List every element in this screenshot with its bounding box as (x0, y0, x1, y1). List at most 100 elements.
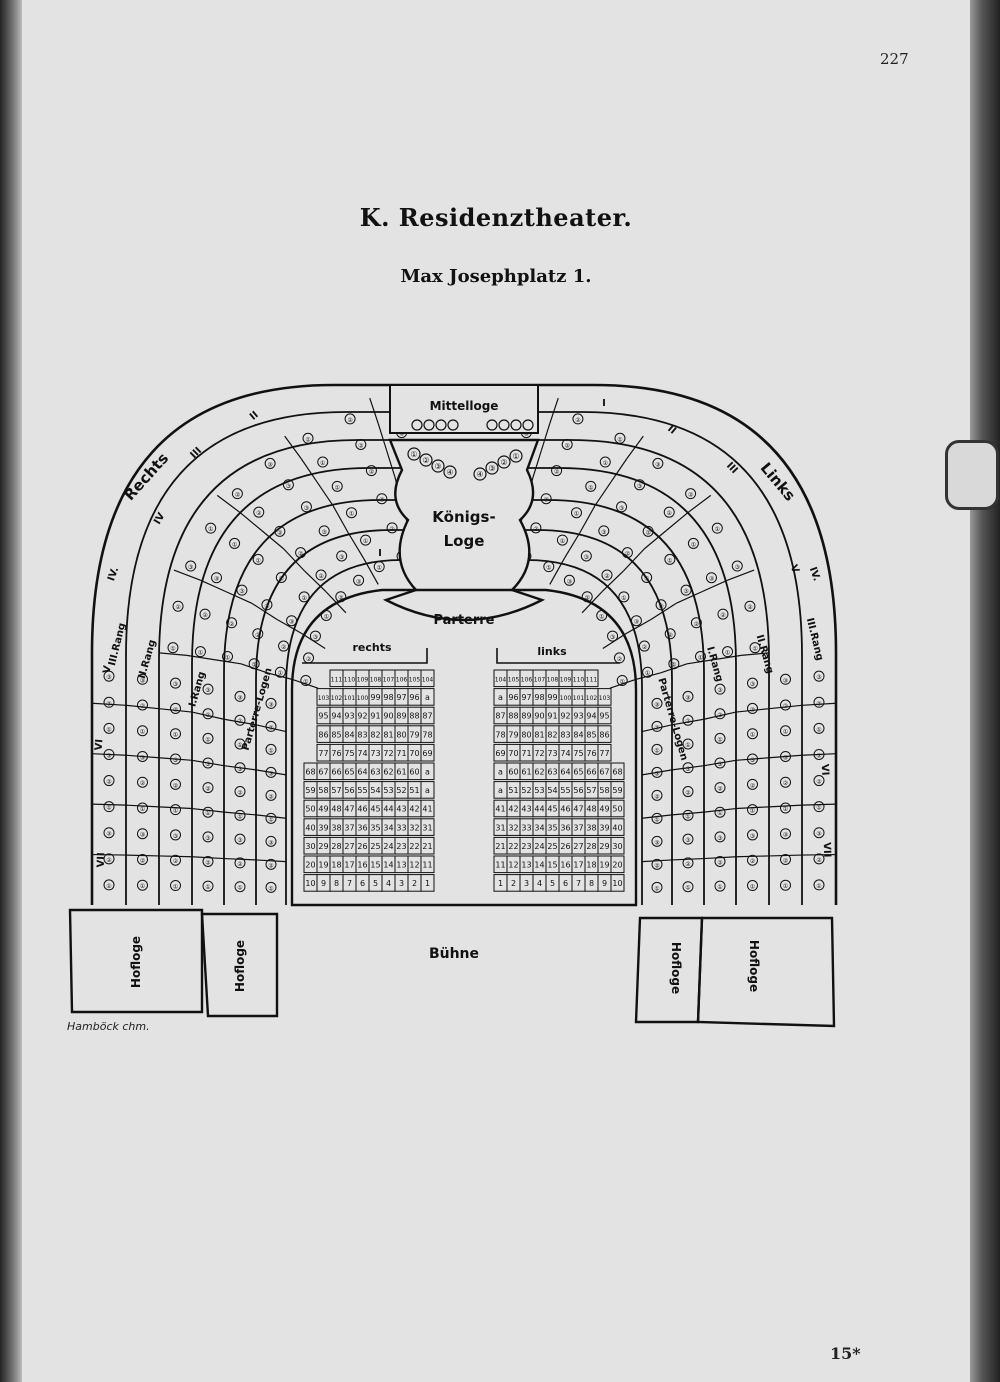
parterre-seat[interactable] (420, 762, 435, 781)
box-seat[interactable] (261, 599, 273, 611)
koenigsloge-seat-right[interactable] (509, 449, 523, 463)
box-seat[interactable] (355, 438, 367, 450)
box-seat[interactable] (651, 766, 663, 778)
parterre-seat[interactable] (420, 743, 435, 762)
box-seat[interactable] (747, 728, 758, 740)
box-seat[interactable] (651, 881, 663, 893)
koenigsloge-seat-left[interactable] (407, 447, 421, 461)
box-seat[interactable] (353, 574, 365, 586)
box-seat[interactable] (543, 561, 555, 573)
box-seat[interactable] (714, 831, 726, 843)
box-seat[interactable] (170, 728, 181, 740)
box-seat[interactable] (813, 748, 825, 760)
box-seat[interactable] (103, 853, 115, 865)
box-seat[interactable] (234, 762, 246, 774)
parterre-seat[interactable] (610, 799, 625, 818)
box-seat[interactable] (331, 480, 343, 492)
box-seat[interactable] (680, 584, 692, 596)
box-seat[interactable] (170, 778, 181, 790)
box-seat[interactable] (607, 630, 619, 642)
box-seat[interactable] (137, 673, 148, 685)
box-seat[interactable] (298, 591, 310, 603)
box-seat[interactable] (185, 560, 197, 572)
box-seat[interactable] (344, 413, 356, 425)
box-seat[interactable] (264, 457, 276, 469)
mittelloge-box[interactable] (389, 384, 539, 434)
box-seat[interactable] (747, 829, 758, 841)
box-seat[interactable] (265, 743, 277, 755)
box-seat[interactable] (747, 804, 758, 816)
box-seat[interactable] (714, 782, 726, 794)
box-seat[interactable] (222, 651, 234, 662)
box-seat[interactable] (103, 801, 115, 813)
box-seat[interactable] (170, 702, 181, 714)
box-seat[interactable] (205, 522, 217, 534)
box-seat[interactable] (137, 699, 148, 711)
box-seat[interactable] (172, 600, 184, 612)
box-seat[interactable] (711, 522, 723, 534)
box-seat[interactable] (651, 720, 663, 732)
parterre-seat[interactable] (420, 855, 435, 874)
hofloge-left-inner[interactable] (634, 916, 704, 1024)
box-seat[interactable] (651, 858, 663, 870)
hofloge-right-inner[interactable] (200, 912, 279, 1018)
box-seat[interactable] (300, 501, 312, 513)
parterre-seat[interactable] (420, 818, 435, 836)
box-seat[interactable] (103, 775, 115, 787)
box-seat[interactable] (780, 828, 791, 840)
parterre-seat[interactable] (610, 781, 625, 799)
box-seat[interactable] (103, 722, 115, 734)
box-seat[interactable] (103, 748, 115, 760)
box-seat[interactable] (202, 732, 214, 744)
box-seat[interactable] (317, 456, 329, 468)
box-seat[interactable] (103, 879, 115, 891)
box-seat[interactable] (302, 432, 314, 444)
box-seat[interactable] (170, 880, 181, 892)
box-seat[interactable] (137, 802, 148, 814)
parterre-seat[interactable] (420, 874, 435, 892)
parterre-seat[interactable] (420, 799, 435, 818)
box-seat[interactable] (747, 677, 758, 689)
box-seat[interactable] (202, 855, 214, 867)
koenigsloge-seat-right[interactable] (473, 467, 487, 481)
parterre-seat[interactable] (420, 688, 435, 706)
parterre-seat[interactable] (584, 669, 599, 688)
box-seat[interactable] (229, 537, 241, 549)
box-seat[interactable] (202, 880, 214, 892)
box-seat[interactable] (714, 806, 726, 818)
box-seat[interactable] (561, 438, 573, 450)
box-seat[interactable] (813, 696, 825, 708)
box-seat[interactable] (570, 507, 582, 519)
box-seat[interactable] (265, 835, 277, 847)
box-seat[interactable] (682, 714, 694, 726)
parterre-seat[interactable] (610, 874, 625, 892)
box-seat[interactable] (295, 547, 307, 559)
box-seat[interactable] (234, 833, 246, 845)
box-seat[interactable] (226, 617, 238, 629)
box-seat[interactable] (265, 789, 277, 801)
box-seat[interactable] (682, 786, 694, 798)
box-seat[interactable] (540, 493, 552, 505)
box-seat[interactable] (616, 501, 628, 513)
box-seat[interactable] (234, 857, 246, 869)
box-seat[interactable] (638, 640, 650, 652)
box-seat[interactable] (747, 753, 758, 765)
box-seat[interactable] (682, 762, 694, 774)
box-seat[interactable] (376, 493, 388, 505)
box-seat[interactable] (682, 833, 694, 845)
box-seat[interactable] (202, 683, 214, 695)
parterre-seat[interactable] (610, 855, 625, 874)
box-seat[interactable] (252, 628, 264, 640)
mittelloge-seat[interactable] (435, 419, 447, 431)
box-seat[interactable] (202, 831, 214, 843)
box-seat[interactable] (747, 702, 758, 714)
box-seat[interactable] (265, 697, 277, 709)
parterre-seat[interactable] (610, 818, 625, 836)
box-seat[interactable] (103, 696, 115, 708)
box-seat[interactable] (668, 658, 680, 670)
box-seat[interactable] (682, 809, 694, 821)
parterre-seat[interactable] (597, 725, 612, 743)
box-seat[interactable] (137, 750, 148, 762)
box-seat[interactable] (373, 561, 385, 573)
box-seat[interactable] (747, 778, 758, 790)
